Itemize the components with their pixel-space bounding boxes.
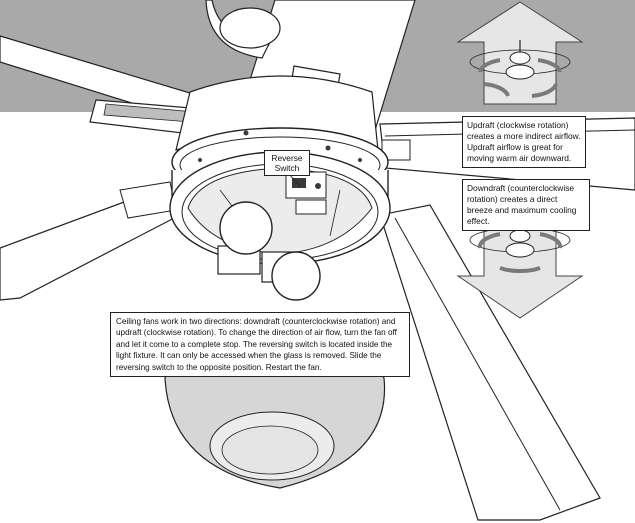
light-glass-bowl — [164, 355, 386, 489]
arrow-down-icon — [456, 213, 584, 319]
fan-blade-left — [0, 181, 181, 301]
downdraft-description: Downdraft (counterclockwise rotation) cr… — [462, 179, 590, 231]
updraft-description: Updraft (clockwise rotation) creates a m… — [462, 116, 586, 168]
light-sockets — [217, 201, 321, 301]
reversing-instructions: Ceiling fans work in two directions: dow… — [110, 312, 410, 378]
fan-blade-front-right — [379, 204, 601, 521]
reverse-switch-label: Reverse Switch — [264, 150, 310, 176]
fan-canopy — [205, 0, 281, 59]
arrow-up-icon — [456, 1, 584, 105]
